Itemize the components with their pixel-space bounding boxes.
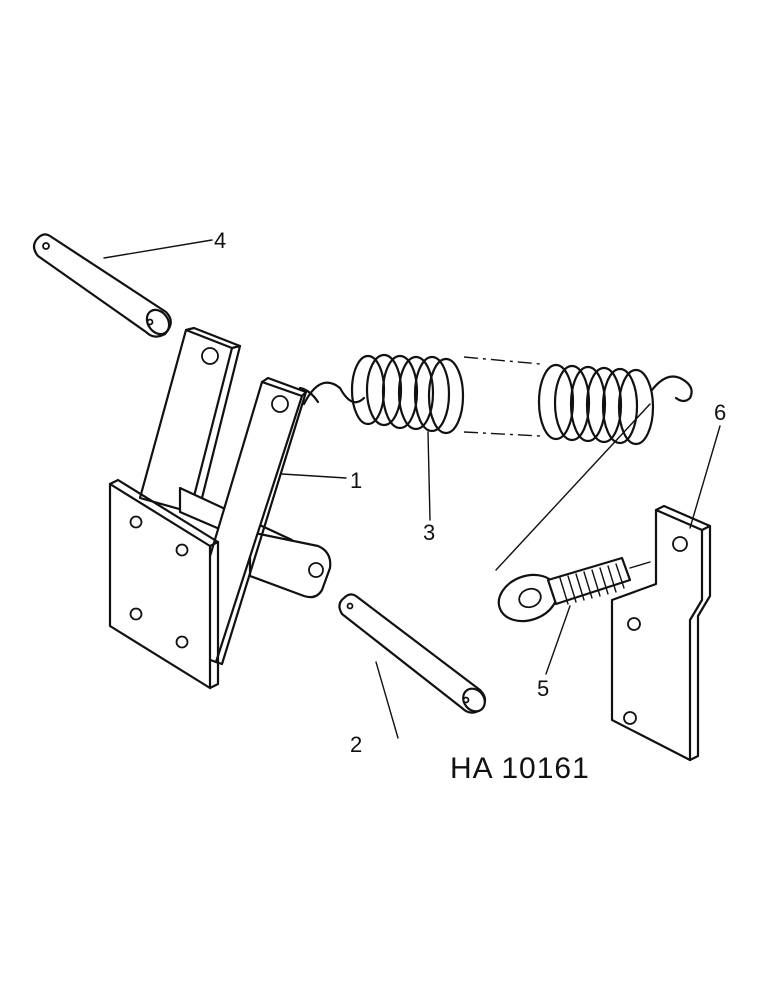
bracket-part-1: [108, 326, 332, 690]
reference-code: HA 10161: [450, 752, 590, 785]
spring-part-3: [298, 353, 693, 446]
eyebolt-part-5: [497, 556, 651, 623]
callout-2: 2: [350, 732, 362, 757]
pin-part-2: [338, 593, 487, 714]
callout-1: 1: [350, 468, 362, 493]
pin-part-4: [32, 233, 172, 338]
callout-5: 5: [537, 676, 549, 701]
callout-3: 3: [423, 520, 435, 545]
leader-lines: [103, 239, 721, 739]
callout-4: 4: [214, 228, 226, 253]
plate-part-6: [610, 504, 712, 762]
callout-6: 6: [714, 400, 726, 425]
